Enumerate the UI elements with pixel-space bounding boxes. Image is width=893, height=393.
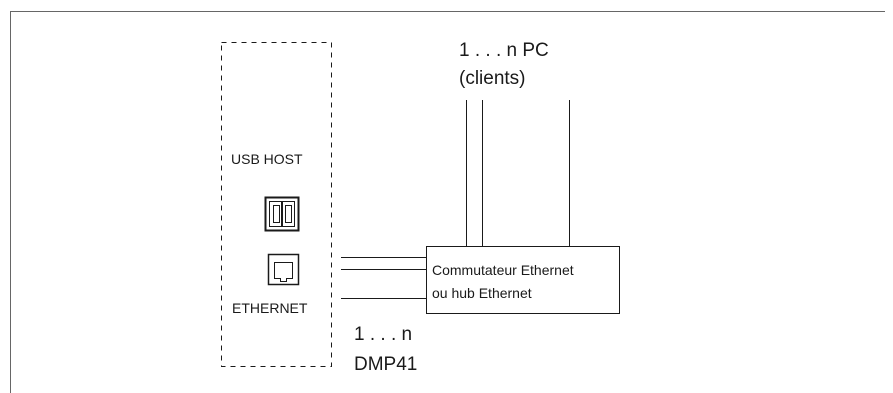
devices-count-label-line2: DMP41 [354, 354, 418, 375]
usb-host-label: USB HOST [230, 151, 304, 167]
ethernet-port-icon [267, 253, 300, 286]
switch-label-line1: Commutateur Ethernet [432, 262, 574, 278]
usb-port-icon [264, 196, 300, 232]
ethernet-switch-box [426, 246, 620, 314]
ethernet-label: ETHERNET [231, 300, 309, 316]
switch-label-line2: ou hub Ethernet [432, 285, 532, 301]
clients-label-line2: (clients) [459, 68, 526, 89]
device-outline [221, 42, 332, 367]
clients-label-line1: 1 . . . n PC [459, 40, 549, 61]
devices-count-label-line1: 1 . . . n [354, 324, 413, 345]
